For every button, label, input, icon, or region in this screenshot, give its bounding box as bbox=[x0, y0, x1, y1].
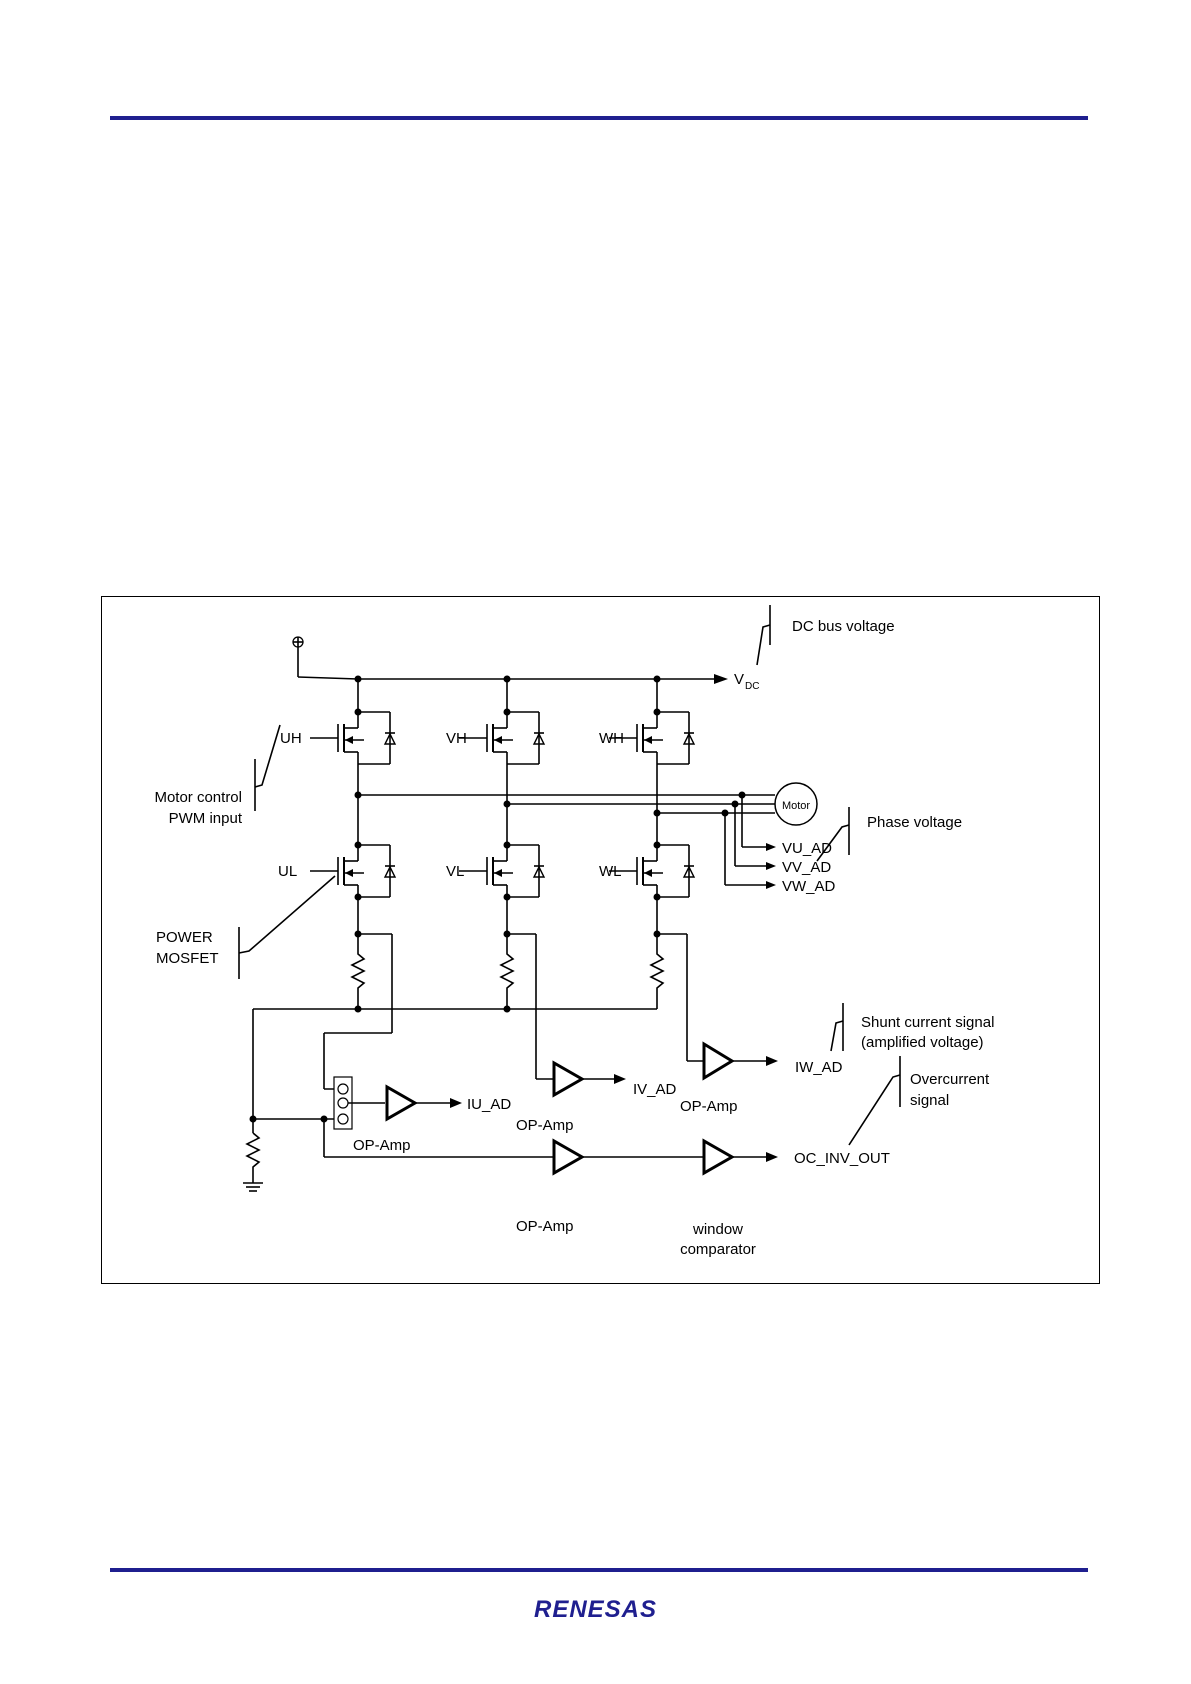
opamp-v-label: OP-Amp bbox=[516, 1117, 574, 1134]
vh-label: VH bbox=[446, 730, 467, 747]
phase-voltage-label: Phase voltage bbox=[867, 814, 962, 831]
opamp-oc-label: OP-Amp bbox=[516, 1218, 574, 1235]
opamp-w-label: OP-Amp bbox=[680, 1098, 738, 1115]
footer-rule bbox=[110, 1568, 1088, 1572]
logo-text: RENESAS bbox=[534, 1596, 657, 1623]
wh-label: WH bbox=[599, 730, 624, 747]
vv-ad-label: VV_AD bbox=[782, 859, 831, 876]
motor-control-label-1: Motor control bbox=[154, 789, 242, 806]
opamp-u-label: OP-Amp bbox=[353, 1137, 411, 1154]
channel-selector bbox=[334, 1077, 385, 1129]
window-comparator bbox=[704, 1141, 778, 1173]
opamp-oc bbox=[554, 1141, 704, 1173]
shunt-signal-label-2: (amplified voltage) bbox=[861, 1034, 984, 1051]
window-comparator-label-1: window bbox=[692, 1221, 743, 1238]
vw-ad-label: VW_AD bbox=[782, 878, 836, 895]
motor: Motor bbox=[775, 783, 817, 825]
uh-label: UH bbox=[280, 730, 302, 747]
opamp-v bbox=[554, 1063, 626, 1095]
motor-phase-lines bbox=[358, 795, 776, 889]
power-mosfet-label-1: POWER bbox=[156, 929, 213, 946]
wl-label: WL bbox=[599, 863, 622, 880]
dc-bus-voltage-label: DC bus voltage bbox=[792, 618, 895, 635]
ul-label: UL bbox=[278, 863, 297, 880]
window-comparator-label-2: comparator bbox=[680, 1241, 756, 1258]
motor-control-label-2: PWM input bbox=[169, 810, 243, 827]
vdc-subscript: DC bbox=[745, 681, 759, 692]
opamp-w bbox=[704, 1044, 778, 1078]
phase-u-leg bbox=[310, 679, 395, 1089]
overcurrent-label-2: signal bbox=[910, 1092, 949, 1109]
iv-ad-label: IV_AD bbox=[633, 1081, 677, 1098]
phase-v-leg bbox=[459, 679, 554, 1079]
iu-ad-label: IU_AD bbox=[467, 1096, 511, 1113]
overcurrent-label-1: Overcurrent bbox=[910, 1071, 990, 1088]
shunt-signal-label-1: Shunt current signal bbox=[861, 1014, 994, 1031]
iw-ad-label: IW_AD bbox=[795, 1059, 843, 1076]
header-rule bbox=[110, 116, 1088, 120]
dc-bus bbox=[358, 674, 728, 684]
motor-label: Motor bbox=[782, 800, 810, 812]
supply-terminal bbox=[293, 637, 358, 679]
vdc-label: V bbox=[734, 671, 744, 688]
vu-ad-label: VU_AD bbox=[782, 840, 832, 857]
opamp-u bbox=[387, 1087, 462, 1119]
vl-label: VL bbox=[446, 863, 464, 880]
renesas-logo: RENESAS bbox=[0, 1596, 1191, 1624]
inverter-circuit-diagram: Motor bbox=[101, 596, 1100, 1284]
oc-inv-out-label: OC_INV_OUT bbox=[794, 1150, 890, 1167]
power-mosfet-label-2: MOSFET bbox=[156, 950, 219, 967]
